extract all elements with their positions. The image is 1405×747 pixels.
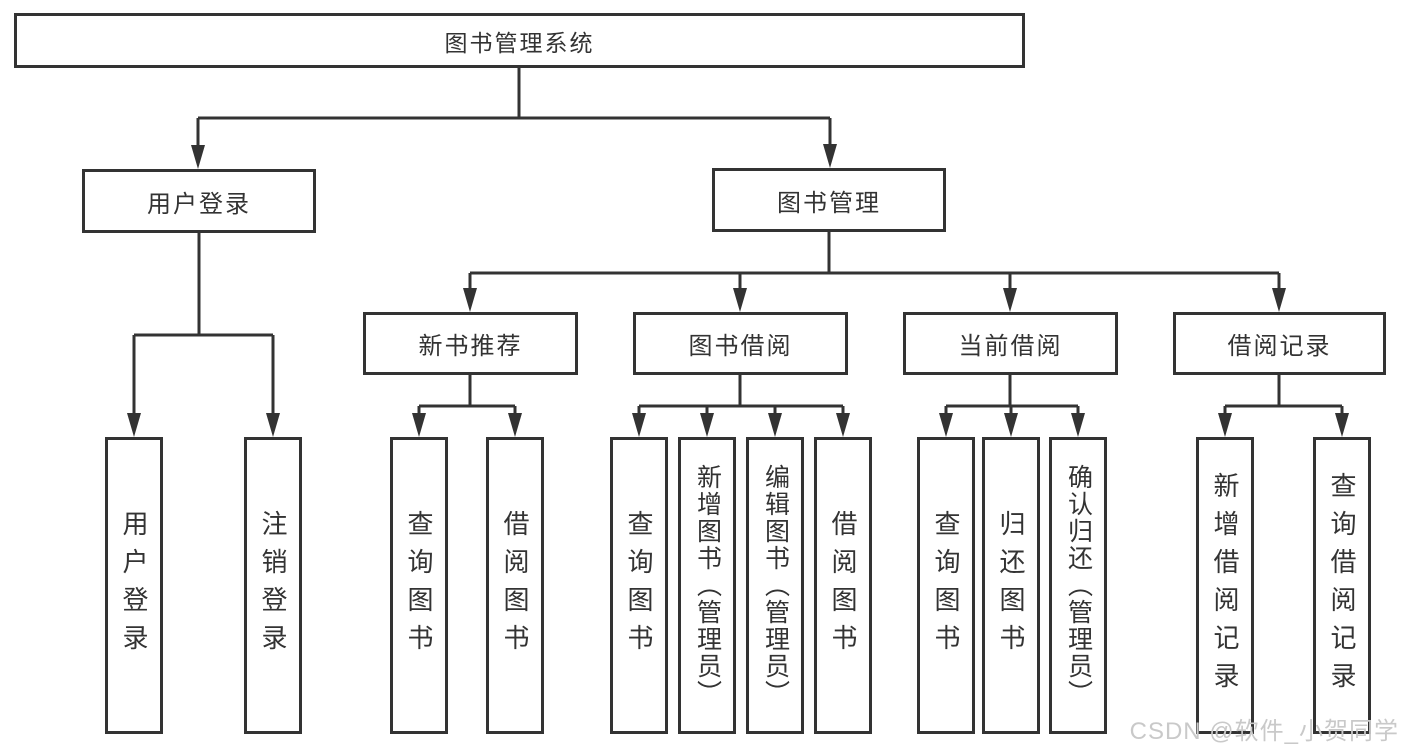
arrowheads [127,144,1349,437]
node-confirm-return-admin-label: 确认归还（管理员） [1064,464,1093,707]
node-book-borrowing-label: 图书借阅 [688,333,793,360]
node-edit-books-admin: 编辑图书（管理员） [746,437,804,734]
node-book-borrowing: 图书借阅 [633,312,848,375]
node-query-books-current-label: 查询图书 [931,509,961,662]
node-current-borrowing-label: 当前借阅 [958,333,1063,360]
node-add-borrow-record-label: 新增借阅记录 [1210,471,1240,700]
node-return-books-label: 归还图书 [996,509,1026,662]
node-borrowing-records-label: 借阅记录 [1227,333,1332,360]
node-add-books-admin: 新增图书（管理员） [678,437,736,734]
node-user-login-leaf-label: 用户登录 [119,509,149,662]
node-query-borrow-record: 查询借阅记录 [1313,437,1371,734]
node-borrow-books-borrowing: 借阅图书 [814,437,872,734]
node-borrow-books-recommendation-label: 借阅图书 [500,509,530,662]
node-add-borrow-record: 新增借阅记录 [1196,437,1254,734]
node-user-login-leaf: 用户登录 [105,437,163,734]
node-library-system: 图书管理系统 [14,13,1025,68]
node-query-borrow-record-label: 查询借阅记录 [1327,471,1357,700]
node-query-books-borrowing: 查询图书 [610,437,668,734]
node-query-books-recommendation: 查询图书 [390,437,448,734]
node-borrow-books-borrowing-label: 借阅图书 [828,509,858,662]
node-add-books-admin-label: 新增图书（管理员） [693,464,722,707]
node-edit-books-admin-label: 编辑图书（管理员） [761,464,790,707]
node-logout-label: 注销登录 [258,509,288,662]
node-new-book-recommendation: 新书推荐 [363,312,578,375]
node-library-system-label: 图书管理系统 [444,29,595,56]
node-user-login-label: 用户登录 [147,190,251,218]
node-return-books: 归还图书 [982,437,1040,734]
node-borrow-books-recommendation: 借阅图书 [486,437,544,734]
node-current-borrowing: 当前借阅 [903,312,1118,375]
node-confirm-return-admin: 确认归还（管理员） [1049,437,1107,734]
node-book-management: 图书管理 [712,168,946,232]
node-borrowing-records: 借阅记录 [1173,312,1386,375]
node-logout: 注销登录 [244,437,302,734]
csdn-watermark: CSDN @软件_小贺同学 [1129,718,1399,745]
node-query-books-recommendation-label: 查询图书 [404,509,434,662]
node-query-books-current: 查询图书 [917,437,975,734]
node-query-books-borrowing-label: 查询图书 [624,509,654,662]
node-user-login: 用户登录 [82,169,316,233]
node-book-management-label: 图书管理 [777,189,881,217]
node-new-book-recommendation-label: 新书推荐 [418,333,523,360]
